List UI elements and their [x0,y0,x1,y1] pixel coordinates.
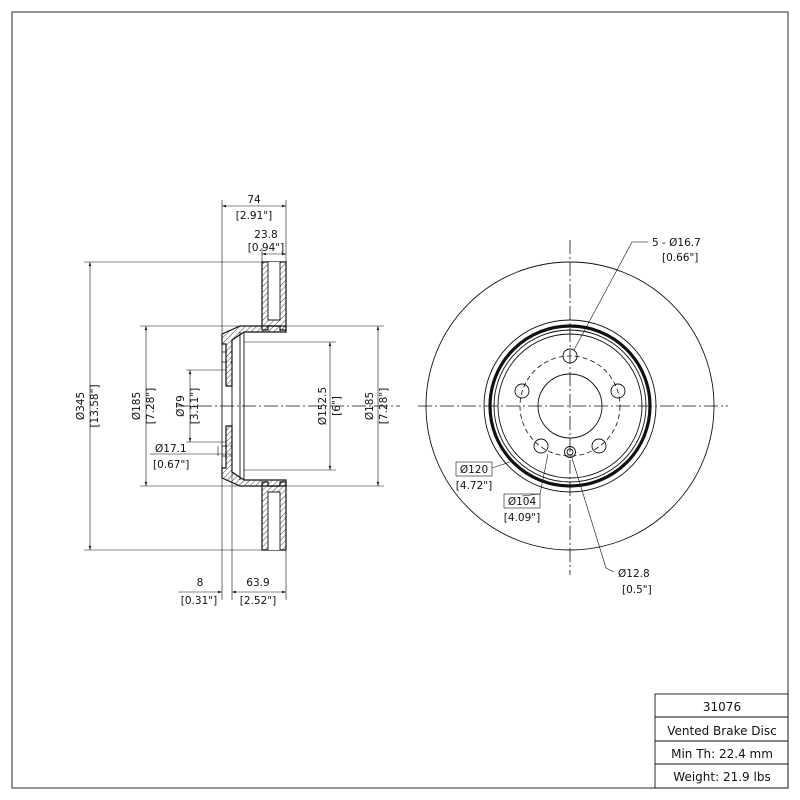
dim-center-bore-mm: Ø79 [175,395,187,417]
dim-pcd-outer-mm: Ø120 [460,464,488,476]
dim-pcd-inner-in: [4.09"] [504,512,540,524]
dim-hat-dia-left-mm: Ø185 [131,392,143,420]
bolt-hole [514,383,530,399]
dim-overall-width-in: [2.91"] [236,210,272,222]
dim-inner-dia-in: [6"] [331,396,343,416]
front-view: 5 - Ø16.7 [0.66"] Ø120 [4.72"] Ø104 [4.0… [418,237,728,596]
weight: Weight: 21.9 lbs [673,770,770,784]
center-bore-circle [537,373,603,439]
pcd-circle [519,355,621,457]
dim-overall-width-mm: 74 [247,194,261,206]
dim-hat-height-in: [2.52"] [240,595,276,607]
dim-pcd-inner-mm: Ø104 [508,496,537,508]
dim-bolt-holes-mm: 5 - Ø16.7 [652,237,701,249]
title-block: 31076 Vented Brake Disc Min Th: 22.4 mm … [654,693,789,789]
part-description: Vented Brake Disc [667,724,776,738]
dim-pcd-outer-in: [4.72"] [456,480,492,492]
bolt-hole [533,438,549,454]
dim-hole-mm: Ø17.1 [155,443,187,455]
part-number: 31076 [703,700,741,714]
min-thickness: Min Th: 22.4 mm [671,747,773,761]
side-section-view: 74 [2.91"] 23.8 [0.94"] Ø345 [13.58"] Ø1… [75,194,400,607]
dim-pcd-outer-box [455,461,493,477]
bolt-hole [562,348,578,364]
dim-hat-height-mm: 63.9 [246,577,269,589]
hat-thick-circle [488,324,652,488]
dim-flange-in: [0.31"] [181,595,217,607]
dim-bolt-holes-in: [0.66"] [662,252,698,264]
dim-hat-dia-right-in: [7.28"] [378,388,390,424]
drawing-border [11,11,789,789]
dim-friction-ring-in: [0.94"] [248,242,284,254]
bolt-hole [591,438,607,454]
disc-outer-circle [425,261,715,551]
dim-outer-dia-in: [13.58"] [89,384,101,427]
dim-hole-in: [0.67"] [153,459,189,471]
dim-outer-dia-mm: Ø345 [75,392,87,420]
dim-center-bore-in: [3.11"] [189,388,201,424]
dim-hat-dia-left-in: [7.28"] [145,388,157,424]
dim-flange-mm: 8 [197,577,204,589]
dim-hat-dia-right-mm: Ø185 [364,392,376,420]
dim-small-hole-in: [0.5"] [622,584,652,596]
hat-outer-circle [483,319,657,493]
dim-friction-ring-mm: 23.8 [254,229,277,241]
dim-small-hole-mm: Ø12.8 [618,568,650,580]
small-hole [564,446,576,458]
bolt-hole [610,383,626,399]
dim-inner-dia-mm: Ø152.5 [317,387,329,425]
dim-pcd-inner-box [503,493,541,509]
